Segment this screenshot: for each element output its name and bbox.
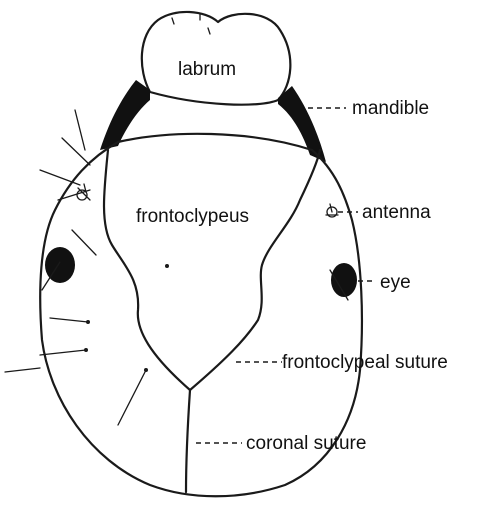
eye-right (331, 263, 357, 297)
label-antenna: antenna (362, 202, 431, 223)
label-frontoclypeal-suture: frontoclypeal suture (282, 352, 448, 373)
antenna-right (326, 204, 338, 217)
label-mandible: mandible (352, 98, 429, 119)
label-coronal-suture: coronal suture (246, 433, 366, 454)
labrum-bristles (172, 14, 210, 34)
mandible-base-line (118, 134, 312, 150)
label-frontoclypeus: frontoclypeus (136, 206, 249, 227)
label-eye: eye (380, 272, 411, 293)
label-labrum: labrum (178, 59, 236, 80)
coronal-suture-line (186, 390, 190, 492)
